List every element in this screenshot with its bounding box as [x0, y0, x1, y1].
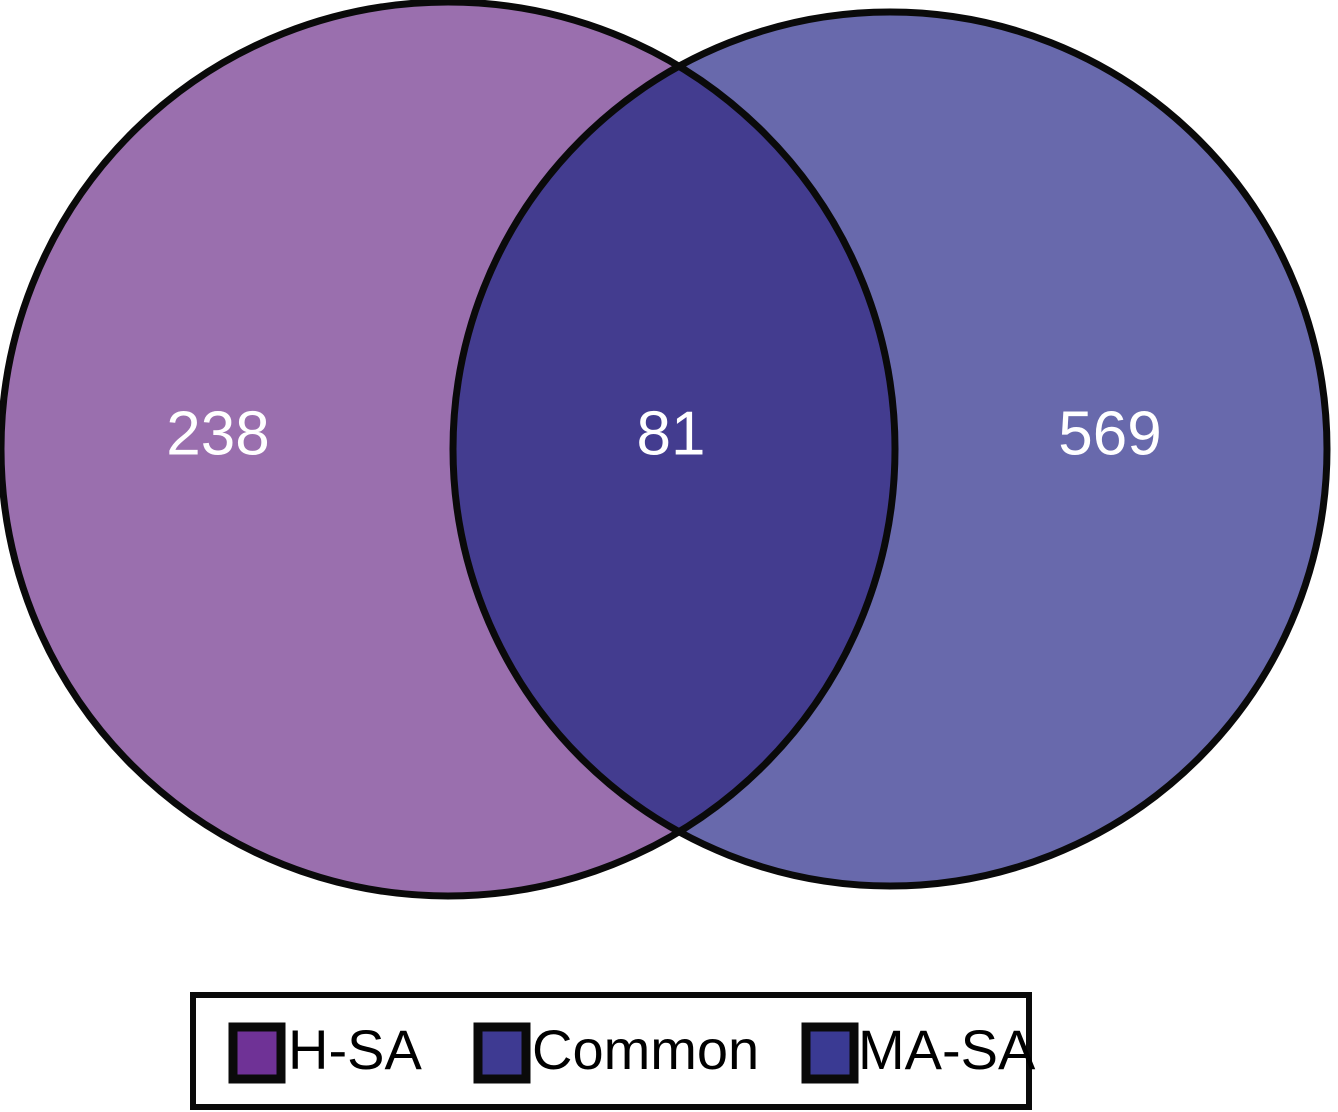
count-label-left: 238: [166, 399, 269, 468]
venn-intersection-region: [453, 12, 895, 886]
legend-label-common: Common: [532, 1018, 759, 1081]
legend-swatch-ma-sa: [801, 1022, 859, 1084]
venn-circle-left-outline: [0, 0, 899, 900]
legend-item-ma-sa[interactable]: MA-SA: [801, 1018, 1036, 1084]
count-label-right: 569: [1058, 399, 1161, 468]
venn-circle-right-outline: [449, 8, 1331, 890]
legend-swatch-h-sa: [228, 1022, 286, 1084]
legend-box: [190, 992, 1032, 1110]
count-label-intersection: 81: [637, 399, 706, 468]
legend-label-h-sa: H-SA: [288, 1018, 422, 1081]
legend-label-ma-sa: MA-SA: [858, 1018, 1036, 1081]
legend-item-common[interactable]: Common: [473, 1018, 759, 1084]
legend-swatch-common: [473, 1022, 531, 1084]
legend-item-h-sa[interactable]: H-SA: [228, 1018, 422, 1084]
